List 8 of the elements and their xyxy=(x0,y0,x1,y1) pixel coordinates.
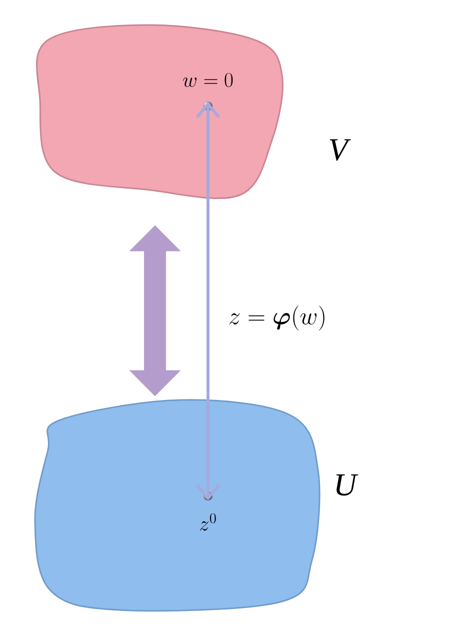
edge-label: $z = \boldsymbol{\varphi}(w)$ xyxy=(226,304,329,332)
region-blob xyxy=(36,24,284,200)
point-label: $z^0$ xyxy=(200,513,216,531)
region-blob xyxy=(34,399,320,612)
region-label: V xyxy=(330,139,351,161)
arrow xyxy=(196,102,220,500)
region-label: U xyxy=(336,474,358,496)
point-label: $w = 0$ xyxy=(183,72,233,88)
